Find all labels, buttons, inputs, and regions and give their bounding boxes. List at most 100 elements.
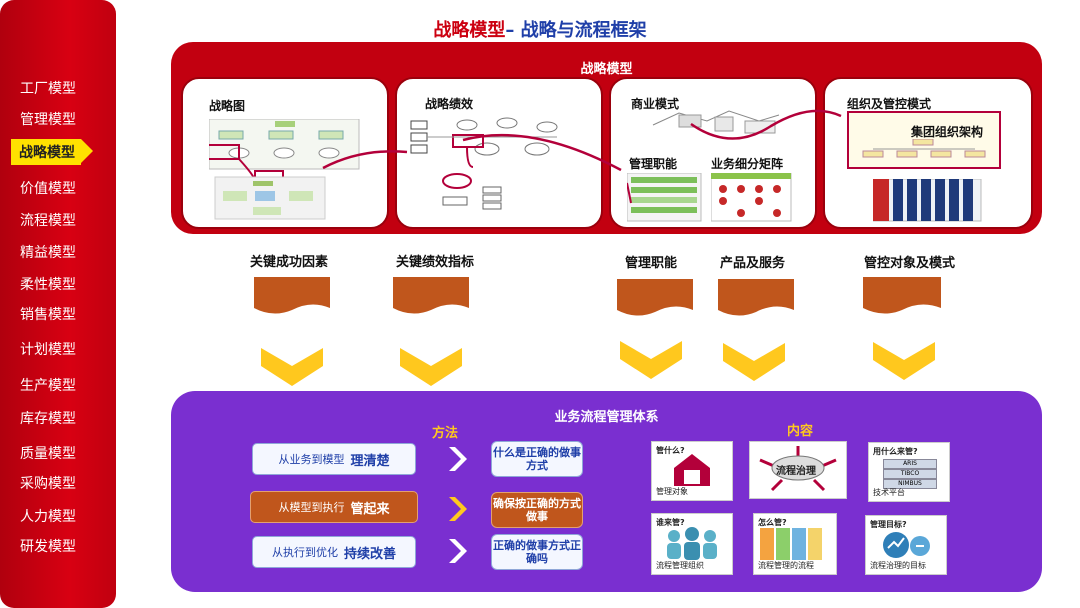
card-organization-control-label: 组织及管控模式 <box>847 97 932 111</box>
method-pill-3: 从执行到优化持续改善 <box>252 536 416 568</box>
thumb-who-manages-q: 谁来管? <box>656 518 685 527</box>
card-business-model: 商业模式 管理职能 业务细分矩阵 <box>609 77 817 229</box>
method-pill-1: 从业务到模型理清楚 <box>252 443 416 475</box>
control-table-illustration <box>873 179 982 222</box>
method-1-prefix: 从业务到模型 <box>278 453 345 466</box>
result-box-3: 正确的做事方式正确吗 <box>491 534 583 570</box>
card-business-model-label: 商业模式 <box>631 97 680 111</box>
thumb-how-manage: 怎么管? 流程管理的流程 <box>753 513 837 575</box>
card-management-function-label: 管理职能 <box>629 157 678 171</box>
tool-aris: ARIS <box>883 459 937 469</box>
chevron-4 <box>723 343 785 381</box>
sidebar-item-inventory-model[interactable]: 库存模型 <box>20 411 76 427</box>
label-management-function: 管理职能 <box>625 256 678 271</box>
method-3-bold: 持续改善 <box>343 546 396 562</box>
method-3-arrow-icon <box>449 539 467 563</box>
brown-box-2 <box>393 277 469 314</box>
thumb-manage-what-q: 管什么? <box>656 446 685 455</box>
business-matrix-grid <box>711 173 792 222</box>
label-control-objects: 管控对象及模式 <box>864 256 956 271</box>
chevron-1 <box>261 348 323 386</box>
label-key-success-factors: 关键成功因素 <box>250 255 329 270</box>
sidebar: 工厂模型 管理模型 战略模型 价值模型 流程模型 精益模型 柔性模型 销售模型 … <box>0 0 116 608</box>
method-2-bold: 管起来 <box>350 501 390 517</box>
strategy-panel-title: 战略模型 <box>580 62 633 77</box>
thumb-management-goal-q: 管理目标? <box>870 520 907 529</box>
process-grid-icon <box>760 528 822 560</box>
brown-box-3 <box>617 279 693 316</box>
thumb-tools-cap: 技术平台 <box>873 488 905 497</box>
thumb-tools: 用什么来管? ARIS TIBCO NIMBUS 技术平台 <box>868 442 950 502</box>
strategy-performance-diagram <box>410 117 558 210</box>
sidebar-item-factory-model[interactable]: 工厂模型 <box>20 81 76 97</box>
sidebar-item-quality-model[interactable]: 质量模型 <box>20 446 76 462</box>
card-organization-control: 组织及管控模式 集团组织架构 <box>823 77 1033 229</box>
title-part2: 战略与流程框架 <box>520 20 647 41</box>
card-strategy-performance: 战略绩效 <box>395 77 603 229</box>
thumb-management-goal-cap: 流程治理的目标 <box>870 561 926 570</box>
strategy-model-panel: 战略模型 战略图 战略绩效 <box>171 42 1042 234</box>
card-strategy-map: 战略图 <box>181 77 389 229</box>
sidebar-item-strategy-model[interactable]: 战略模型 <box>11 139 93 165</box>
chevron-2 <box>400 348 462 386</box>
thumb-management-goal: 管理目标? 流程治理的目标 <box>865 515 947 575</box>
strategy-map-diagram <box>209 119 360 220</box>
sidebar-item-hr-model[interactable]: 人力模型 <box>20 509 76 525</box>
card-strategy-performance-label: 战略绩效 <box>425 97 474 111</box>
connector-arrows <box>322 109 842 172</box>
sidebar-item-production-model[interactable]: 生产模型 <box>20 378 76 394</box>
method-1-arrow-icon <box>449 447 467 471</box>
label-kpi: 关键绩效指标 <box>396 255 475 270</box>
thumb-manage-what: 管什么? 管理对象 <box>651 441 733 501</box>
sidebar-item-rd-model[interactable]: 研发模型 <box>20 539 76 555</box>
sidebar-item-planning-model[interactable]: 计划模型 <box>20 342 76 358</box>
card-business-matrix-label: 业务细分矩阵 <box>711 157 784 171</box>
thumb-manage-what-cap: 管理对象 <box>656 487 688 496</box>
brown-box-5 <box>863 277 941 314</box>
group-org-structure-label: 集团组织架构 <box>911 125 984 139</box>
sidebar-item-flexible-model[interactable]: 柔性模型 <box>20 277 76 293</box>
thumb-tools-q: 用什么来管? <box>873 447 918 456</box>
method-3-prefix: 从执行到优化 <box>271 546 338 559</box>
bpm-panel-title: 业务流程管理体系 <box>554 410 659 425</box>
brown-box-4 <box>718 279 794 316</box>
label-products-services: 产品及服务 <box>720 256 786 271</box>
thumb-who-manages-cap: 流程管理组织 <box>656 561 704 570</box>
result-box-1: 什么是正确的做事方式 <box>491 441 583 477</box>
title-part1: 战略模型 <box>433 20 506 41</box>
people-icon <box>667 527 717 560</box>
chevron-5 <box>873 342 935 380</box>
thumb-how-manage-cap: 流程管理的流程 <box>758 561 814 570</box>
group-org-structure-box: 集团组织架构 <box>847 111 1001 169</box>
sidebar-item-value-model[interactable]: 价值模型 <box>20 181 76 197</box>
thumb-how-manage-q: 怎么管? <box>758 518 787 527</box>
card-strategy-map-label: 战略图 <box>209 99 246 113</box>
thumb-process-governance: 流程治理 <box>749 441 847 499</box>
org-chart-illustration <box>862 139 986 158</box>
tool-nimbus: NIMBUS <box>883 479 937 489</box>
sidebar-item-sales-model[interactable]: 销售模型 <box>20 307 76 323</box>
method-1-bold: 理清楚 <box>350 453 390 469</box>
sidebar-item-management-model[interactable]: 管理模型 <box>20 112 76 128</box>
page-title: 战略模型– 战略与流程框架 <box>0 16 1080 42</box>
management-function-grid <box>627 173 702 222</box>
sidebar-item-process-model[interactable]: 流程模型 <box>20 213 76 229</box>
method-2-prefix: 从模型到执行 <box>278 501 345 514</box>
tool-tibco: TIBCO <box>883 469 937 479</box>
method-pill-2: 从模型到执行管起来 <box>250 491 418 523</box>
content-title: 内容 <box>787 424 814 439</box>
governance-diagram <box>759 446 837 492</box>
method-2-arrow-icon <box>449 497 467 521</box>
sidebar-item-procurement-model[interactable]: 采购模型 <box>20 476 76 492</box>
process-governance-label: 流程治理 <box>776 466 816 477</box>
chevron-3 <box>620 341 682 379</box>
result-box-2: 确保按正确的方式做事 <box>491 492 583 528</box>
goal-icon <box>883 532 930 558</box>
sidebar-item-lean-model[interactable]: 精益模型 <box>20 245 76 261</box>
brown-box-1 <box>254 277 330 314</box>
thumb-who-manages: 谁来管? 流程管理组织 <box>651 513 733 575</box>
method-title: 方法 <box>432 426 459 441</box>
bpm-system-panel: 业务流程管理体系 方法 内容 从业务到模型理清楚 什么是正确的做事方式 从模型到… <box>171 391 1042 592</box>
house-icon <box>674 454 710 486</box>
